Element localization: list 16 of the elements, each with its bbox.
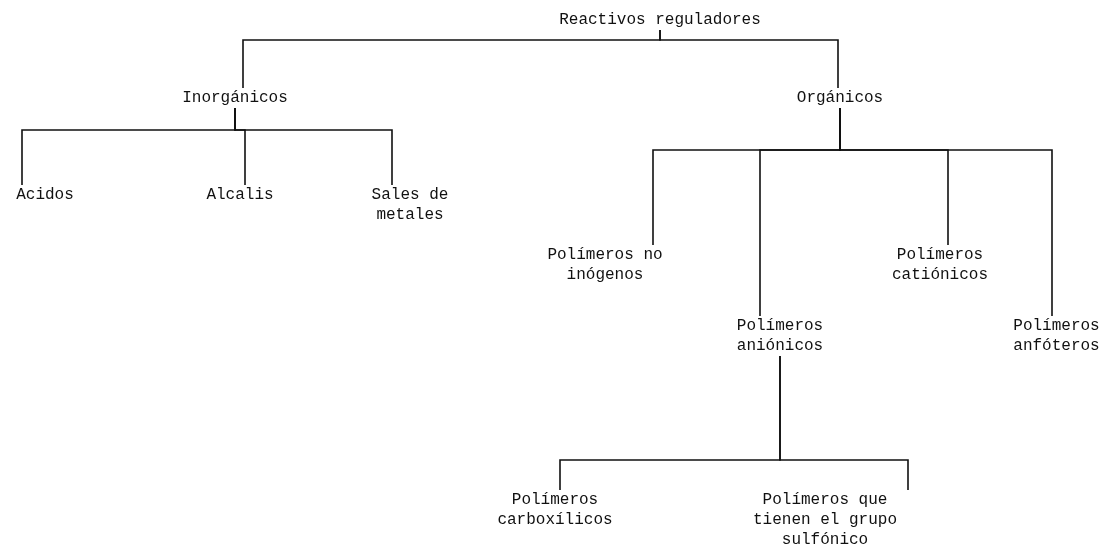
tree-connector bbox=[839, 107, 1053, 317]
category-label: Polímeros catiónicos bbox=[880, 245, 1000, 285]
tree-connector bbox=[659, 29, 839, 89]
category-label: Inorgánicos bbox=[150, 88, 320, 108]
category-label: Sales de metales bbox=[355, 185, 465, 225]
category-label: Polímeros anfóteros bbox=[1000, 316, 1113, 356]
category-label: Orgánicos bbox=[770, 88, 910, 108]
category-label: Polímeros aniónicos bbox=[715, 316, 845, 356]
category-label: Reactivos reguladores bbox=[550, 10, 770, 30]
tree-connector bbox=[779, 355, 909, 491]
category-label: Acidos bbox=[0, 185, 90, 205]
category-label: Polímeros no inógenos bbox=[545, 245, 665, 285]
category-label: Polímeros carboxílicos bbox=[480, 490, 630, 530]
category-label: Alcalis bbox=[190, 185, 290, 205]
tree-connector bbox=[234, 107, 393, 186]
category-label: Polímeros que tienen el grupo sulfónico bbox=[740, 490, 910, 550]
